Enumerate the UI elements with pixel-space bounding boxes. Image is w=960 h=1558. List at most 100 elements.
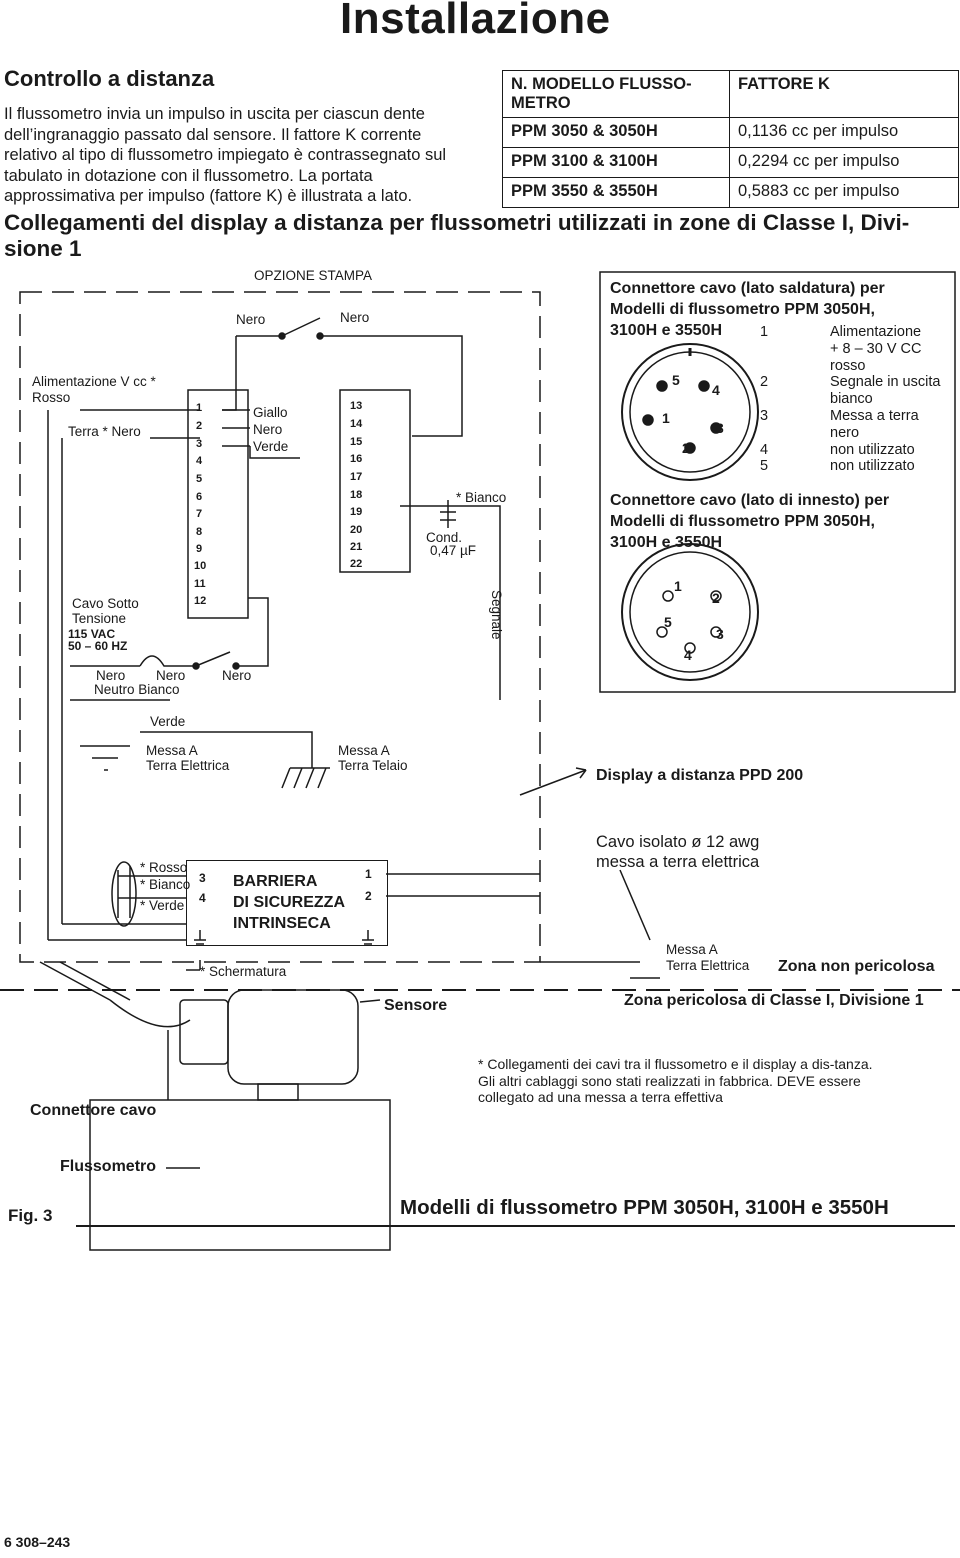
wire-label: * Bianco (456, 490, 507, 505)
pin-number: 2 (682, 440, 690, 456)
wire-label: * Bianco (140, 877, 191, 892)
pin-number: 1 (662, 410, 670, 426)
display-arrow (519, 769, 587, 796)
terminal-number: 4 (196, 455, 203, 467)
ground-label: Terra Telaio (338, 758, 408, 773)
zone-safe-label: Zona non pericolosa (778, 958, 935, 975)
terminal-number: 9 (196, 543, 203, 555)
cable-bundle (111, 861, 137, 927)
pin-description: non utilizzato (830, 441, 915, 458)
capacitor-value: 0,47 µF (430, 543, 477, 558)
signal-wire (448, 505, 501, 700)
wire-label: Rosso (32, 390, 71, 405)
print-option-label: OPZIONE STAMPA (254, 268, 373, 283)
barrier-pin: 2 (365, 889, 372, 903)
flowmeter-label: Flussometro (60, 1158, 157, 1175)
left-wire-a (47, 410, 186, 941)
list-item: + 8 – 30 V CC (760, 341, 940, 358)
terminal-number: 7 (196, 508, 203, 520)
table-cell-k: 0,2294 cc per impulso (729, 147, 959, 178)
terminal-number: 21 (350, 541, 363, 553)
sensor-neck (257, 1083, 299, 1101)
terminal-number: 2 (196, 420, 203, 432)
pin-detail: bianco (830, 391, 873, 408)
solder-connector-title: 3100H e 3550H (610, 322, 723, 339)
terminal-number: 10 (194, 560, 207, 572)
cable-arrow (619, 869, 651, 941)
terminal-block-left (187, 389, 249, 619)
pin-number: 3 (760, 407, 769, 424)
flowmeter-body (89, 1099, 391, 1251)
terminal-number: 19 (350, 506, 363, 518)
sensor-body (227, 989, 359, 1085)
pin-detail: nero (830, 424, 860, 441)
plug-connector-title: Connettore cavo (lato di innesto) per (610, 492, 890, 509)
terminal-number: 18 (350, 489, 363, 501)
table-row: PPM 3050 & 3050H 0,1136 cc per impulso (502, 117, 959, 148)
table-cell-model: PPM 3100 & 3100H (502, 147, 730, 178)
wire-label: Nero (340, 310, 370, 325)
color-wires (222, 409, 300, 459)
section-title-remote: Controllo a distanza (4, 66, 215, 91)
terminal-number: 15 (350, 436, 363, 448)
solder-connector-title: Modelli di flussometro PPM 3050H, (610, 301, 875, 318)
pin-detail: rosso (830, 357, 866, 374)
table-cell-model: PPM 3050 & 3050H (502, 117, 730, 148)
plug-connector-ring (621, 543, 759, 681)
solder-connector-inner (629, 351, 751, 473)
wire-label: Nero (156, 668, 186, 683)
connector-box (599, 271, 956, 693)
ground-label: Terra * Nero (68, 424, 141, 439)
barrier-wires (117, 866, 186, 918)
pin-number: 4 (760, 441, 769, 458)
cable-label: messa a terra elettrica (596, 853, 760, 871)
barrier-pin: 1 (365, 867, 372, 881)
barrier-label: BARRIERA DI SICUREZZA INTRINSECA (233, 873, 345, 932)
terminal-number: 11 (194, 578, 206, 590)
plug-connector-title: 3100H e 3550H (610, 534, 723, 551)
wiring-note: * Collegamenti dei cavi tra il flussomet… (478, 1056, 873, 1105)
terminal-block-right (339, 389, 411, 573)
list-item: nero (760, 425, 940, 442)
pin-number: 2 (760, 374, 769, 391)
table-row: PPM 3100 & 3100H 0,2294 cc per impulso (502, 147, 959, 178)
barrier-ground-left (194, 930, 206, 945)
wire-label: * Verde (140, 898, 185, 913)
supply-frequency: 50 – 60 HZ (68, 639, 128, 653)
page-footer: 6 308–243 (4, 1534, 71, 1550)
safety-barrier: 3 4 1 2 BARRIERA DI SICUREZZA INTRINSECA (186, 860, 388, 946)
pin-number: 5 (760, 458, 769, 475)
supply-label: Tensione (72, 611, 127, 626)
ground-label: Messa A (146, 743, 198, 758)
zone-hazard-label: Zona pericolosa di Classe I, Divisione 1 (624, 992, 924, 1009)
ground-label: Terra Elettrica (146, 758, 230, 773)
green-wire (140, 731, 313, 768)
isolated-cable (540, 961, 660, 979)
print-wire-left (222, 336, 237, 411)
cable-label: Cavo isolato ø 12 awg (596, 833, 760, 851)
terminal-number: 6 (196, 491, 203, 503)
pin-number: 5 (664, 614, 672, 630)
pin-number: 5 (672, 372, 680, 388)
plug-connector-title: Modelli di flussometro PPM 3050H, (610, 513, 875, 530)
intro-paragraph: Il flussometro invia un impulso in uscit… (4, 105, 447, 205)
ground-label: Terra Elettrica (666, 958, 750, 973)
power-label: Alimentazione V cc * (32, 374, 156, 389)
supply-label: Cavo Sotto (72, 596, 139, 611)
sensor-cable-curve (109, 999, 191, 1028)
terminal-number: 20 (350, 524, 363, 536)
pin-number: 1 (674, 578, 682, 594)
ac-supply (70, 597, 269, 667)
supply-voltage: 115 VAC (68, 627, 116, 641)
solder-connector-ring (621, 343, 759, 481)
left-wire-b (61, 438, 186, 925)
sensor-label: Sensore (384, 997, 448, 1014)
shield-label: * Schermatura (200, 964, 287, 979)
pin-number: 1 (760, 324, 769, 340)
